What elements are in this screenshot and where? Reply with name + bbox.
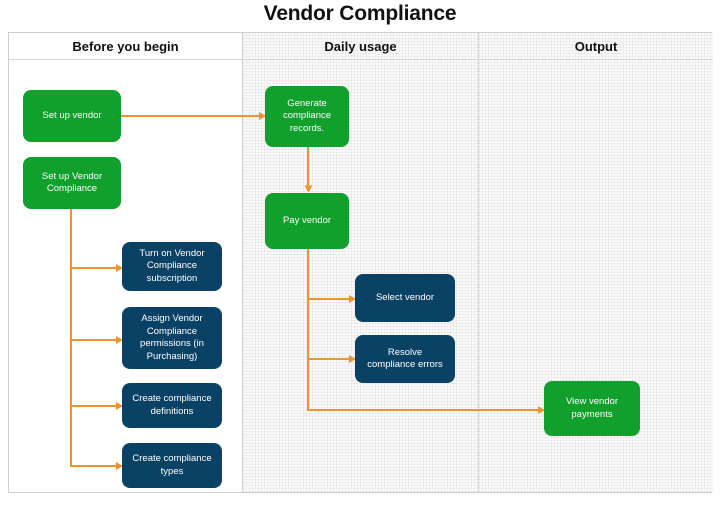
node-create-compliance-definitions[interactable]: Create compliance definitions bbox=[122, 383, 222, 428]
node-resolve-compliance-errors[interactable]: Resolve compliance errors bbox=[355, 335, 455, 383]
node-pay-vendor[interactable]: Pay vendor bbox=[265, 193, 349, 249]
node-create-compliance-types[interactable]: Create compliance types bbox=[122, 443, 222, 488]
arrowhead-select-vendor bbox=[349, 294, 356, 303]
swimlane-header-before-you-begin: Before you begin bbox=[9, 33, 242, 60]
arrowhead-turn-on-subscription bbox=[116, 263, 123, 272]
arrowhead-resolve-compliance-errors bbox=[349, 354, 356, 363]
node-turn-on-subscription[interactable]: Turn on Vendor Compliance subscription bbox=[122, 242, 222, 291]
arrowhead-create-compliance-definitions bbox=[116, 401, 123, 410]
connector-branch-create-compliance-definitions bbox=[70, 405, 118, 407]
connector-trunk-set-up-vendor-compliance bbox=[70, 209, 72, 467]
connector-branch-assign-permissions bbox=[70, 339, 118, 341]
node-assign-permissions[interactable]: Assign Vendor Compliance permissions (in… bbox=[122, 307, 222, 369]
node-set-up-vendor[interactable]: Set up vendor bbox=[23, 90, 121, 142]
arrowhead-generate-compliance-records bbox=[259, 111, 266, 120]
swimlane-header-output: Output bbox=[479, 33, 713, 60]
connector-trunk-pay-vendor bbox=[307, 249, 309, 411]
arrowhead-assign-permissions bbox=[116, 335, 123, 344]
node-set-up-vendor-compliance[interactable]: Set up Vendor Compliance bbox=[23, 157, 121, 209]
connector-set-up-vendor-to-generate-compliance-records bbox=[121, 115, 261, 117]
node-generate-compliance-records[interactable]: Generate compliance records. bbox=[265, 86, 349, 147]
node-view-vendor-payments[interactable]: View vendor payments bbox=[544, 381, 640, 436]
node-select-vendor[interactable]: Select vendor bbox=[355, 274, 455, 322]
swimlane-frame: Before you begin Daily usage Output bbox=[8, 32, 713, 493]
connector-generate-to-pay-vendor bbox=[307, 146, 309, 191]
connector-branch-select-vendor bbox=[307, 298, 351, 300]
arrowhead-create-compliance-types bbox=[116, 461, 123, 470]
connector-branch-resolve-compliance-errors bbox=[307, 358, 351, 360]
connector-branch-view-vendor-payments bbox=[307, 409, 540, 411]
connector-branch-turn-on-subscription bbox=[70, 267, 118, 269]
arrowhead-view-vendor-payments bbox=[538, 405, 545, 414]
page-title: Vendor Compliance bbox=[263, 2, 457, 25]
connector-branch-create-compliance-types bbox=[70, 465, 118, 467]
arrowhead-pay-vendor bbox=[304, 185, 312, 193]
swimlane-header-daily-usage: Daily usage bbox=[243, 33, 478, 60]
